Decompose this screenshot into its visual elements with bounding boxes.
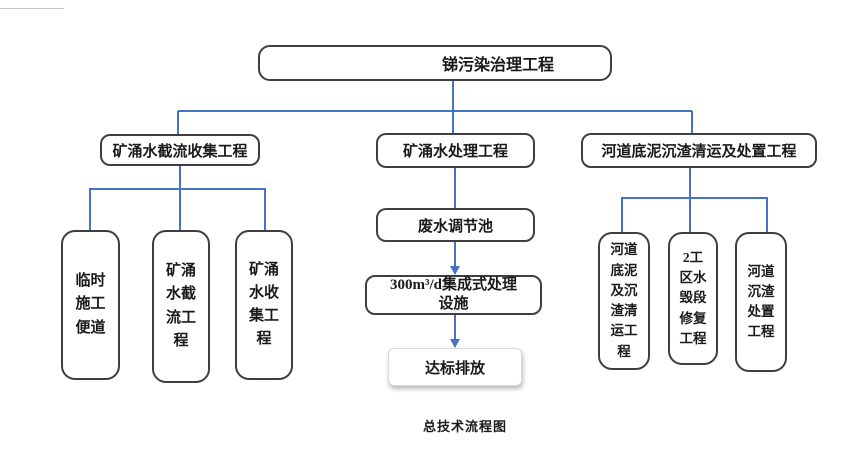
node-mine-water-interception-works: 矿涌 水截 流工 程 (152, 230, 210, 383)
node-river-sediment-disposal-works: 河道 沉渣 处置 工程 (735, 232, 787, 372)
node-integrated-treatment-facility: 300m³/d集成式处理 设施 (365, 275, 542, 315)
node-standard-discharge: 达标排放 (388, 348, 522, 386)
connector-right-bracket (621, 197, 768, 232)
arrow-down-icon (450, 266, 460, 275)
node-mine-water-interception-collection: 矿涌水截流收集工程 (100, 134, 260, 166)
node-wastewater-regulating-tank: 废水调节池 (376, 208, 535, 242)
connector-left-bracket (89, 188, 266, 230)
node-river-sediment-removal-works: 河道 底泥 及沉 渣清 运工 程 (598, 232, 650, 370)
node-river-sediment-cleanup-disposal: 河道底泥沉渣清运及处置工程 (581, 133, 817, 168)
page-edge-line (0, 8, 64, 9)
node-mine-water-treatment: 矿涌水处理工程 (376, 133, 535, 168)
node-area2-flood-damage-repair-works: 2工 区水 毁段 修复 工程 (668, 232, 718, 365)
arrow-down-icon (450, 339, 460, 348)
node-temporary-construction-road: 临时 施工 便道 (61, 230, 120, 380)
node-mine-water-collection-works: 矿涌 水收 集工 程 (235, 230, 293, 380)
node-antimony-pollution-project: 锑污染治理工程 (258, 45, 612, 81)
diagram-caption: 总技术流程图 (422, 419, 507, 434)
